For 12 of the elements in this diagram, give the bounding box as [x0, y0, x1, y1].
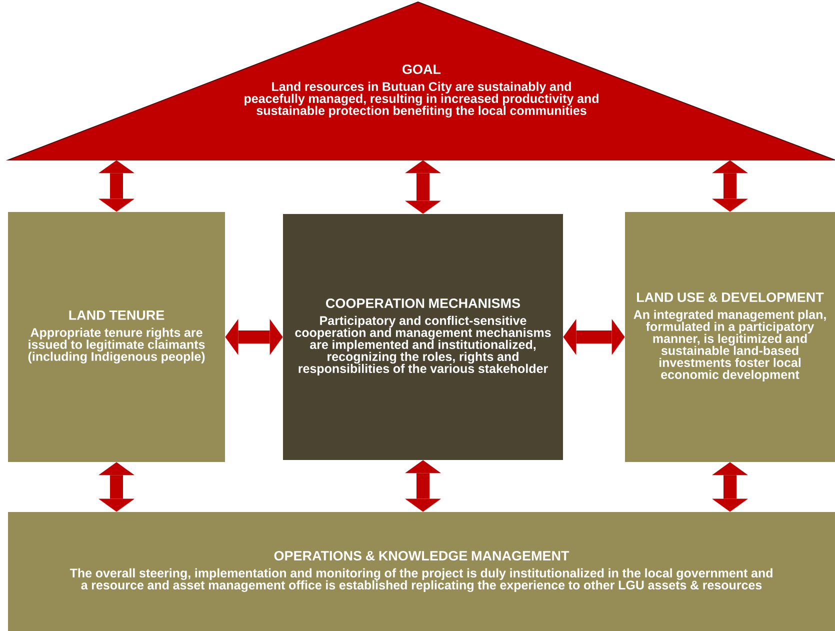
outcome-box: LAND USE & DEVELOPMENT An integrated management plan, formulated in a participatory manner, is legitimized and sustainable land-based investments foster local economic development: [625, 212, 835, 462]
double-arrow: [98, 160, 134, 212]
outcome-box: COOPERATION MECHANISMS Participatory and conflict-sensitive cooperation and management mechanisms are implemented and institutionalized, recognizing the roles, rights and responsibilities of the various stakeholder: [283, 214, 563, 460]
double-arrow: [225, 318, 283, 355]
double-arrow: [405, 460, 441, 512]
double-arrow: [563, 318, 625, 355]
management-band: OPERATIONS & KNOWLEDGE MANAGEMENT The overall steering, implementation and monitoring of the project is duly institutionalized in the local government and a resource and asset management office is established replicating the experience to other LGU assets & resources: [8, 512, 835, 631]
double-arrow: [405, 160, 441, 214]
double-arrow: [98, 462, 134, 512]
double-arrow: [712, 160, 748, 212]
double-arrow: [712, 462, 748, 512]
outcome-box: LAND TENURE Appropriate tenure rights are issued to legitimate claimants (including Indigenous people): [8, 212, 225, 462]
